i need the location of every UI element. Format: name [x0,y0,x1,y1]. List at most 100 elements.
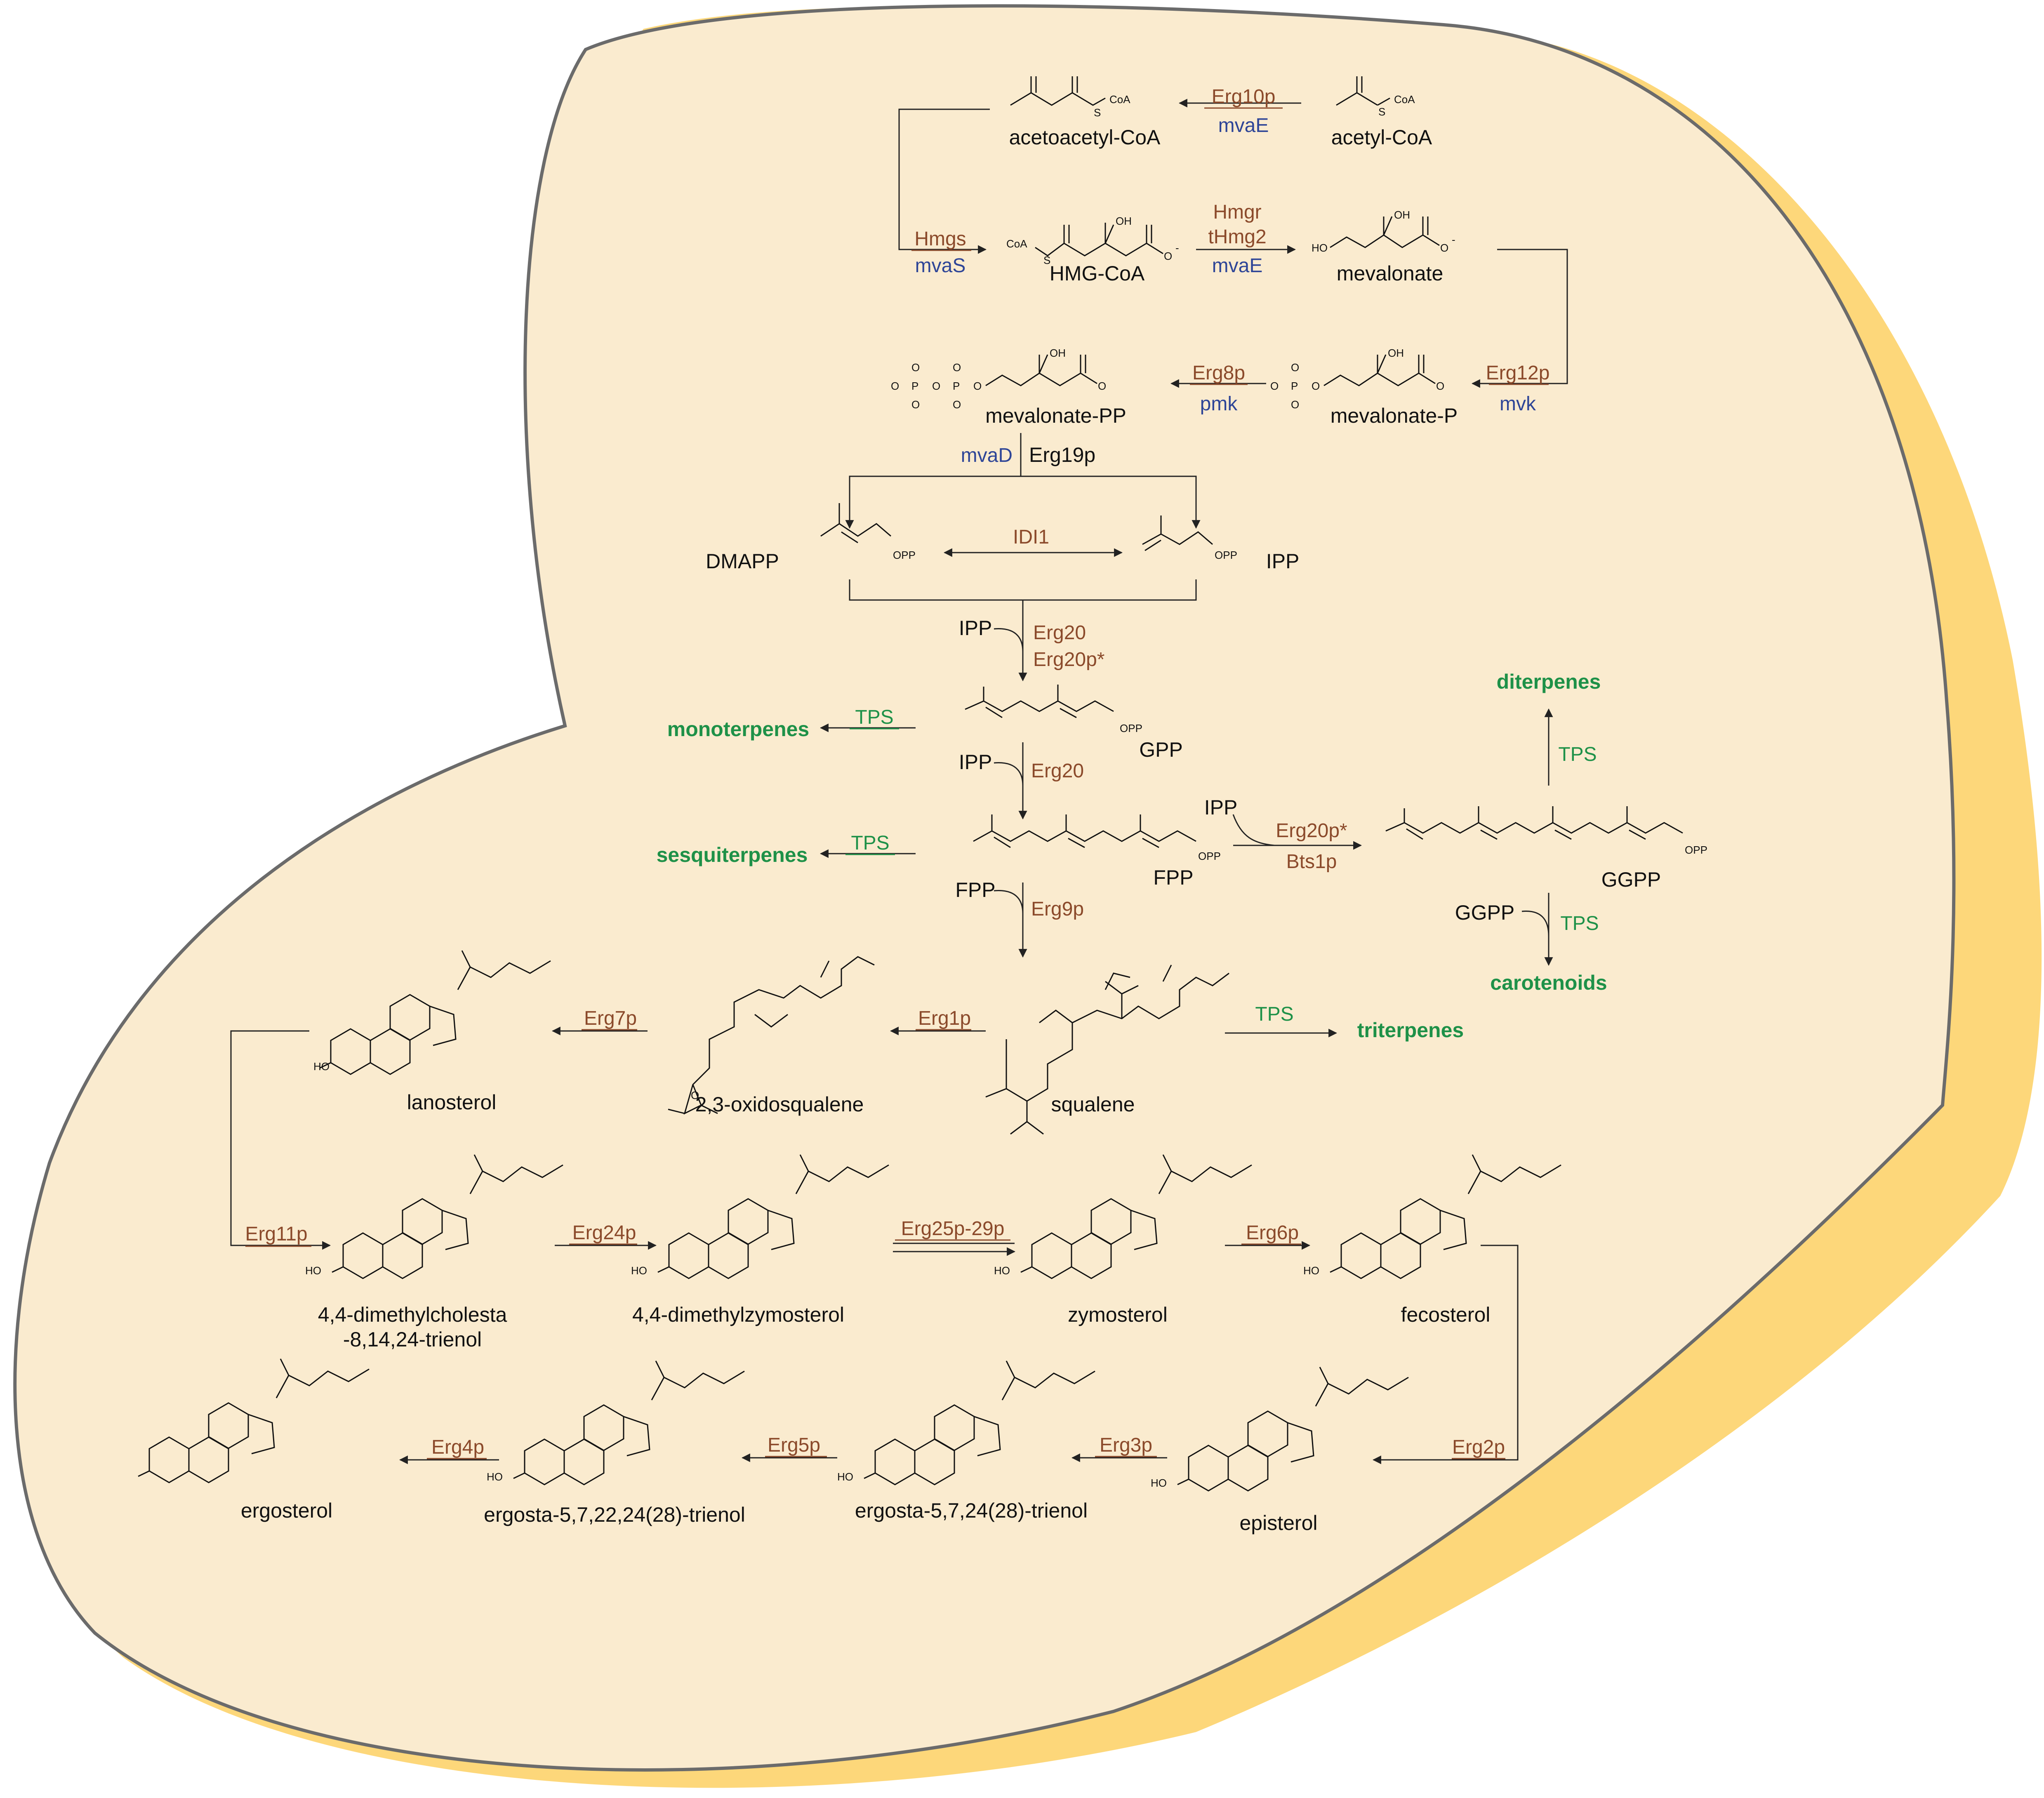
acetoacetyl-coa-structure: S CoA [1010,76,1130,119]
gpp-structure: OPP [965,685,1142,734]
dimethylcholesta-structure: HO [305,1154,564,1278]
coa-group: CoA [1109,93,1130,106]
svg-text:O: O [911,361,920,374]
sulfur-atom: S [1378,106,1385,118]
enzyme-erg25-29p: Erg25p-29p [901,1218,1005,1240]
enzyme-erg10p: Erg10p [1212,86,1276,108]
enzyme-erg24p: Erg24p [572,1222,636,1244]
enzyme-erg11p: Erg11p [245,1223,307,1245]
zymosterol-label: zymosterol [1068,1303,1168,1326]
mevalonate-pp-label: mevalonate-PP [985,404,1126,427]
enzyme-erg20p-star: Erg20p* [1033,649,1104,671]
connector-erg11p [230,1030,331,1250]
ipp-cosubstrate: IPP [959,751,992,774]
ipp-cosubstrate: IPP [1204,796,1238,819]
ergosta-5-7-24-label: ergosta-5,7,24(28)-trienol [855,1499,1088,1522]
enzyme-mvae: mvaE [1212,255,1263,277]
enzyme-pmk: pmk [1200,393,1238,415]
svg-text:HO: HO [994,1264,1010,1277]
svg-text:O: O [691,1089,699,1101]
dimethylcholesta-label-line1: 4,4-dimethylcholesta [318,1303,507,1326]
enzyme-erg3p: Erg3p [1100,1434,1152,1456]
ergosta-5-7-24-structure: HO [837,1360,1096,1485]
product-diterpenes: diterpenes [1497,670,1601,693]
svg-text:HO: HO [1312,242,1328,254]
ggpp-structure: OPP [1385,806,1707,856]
tps-tri: TPS [1255,1003,1293,1025]
enzyme-mvas: mvaS [915,255,966,277]
fecosterol-structure: HO [1303,1154,1562,1278]
lanosterol-structure: HO [313,950,551,1074]
svg-text:P: P [1291,380,1298,392]
enzyme-erg6p: Erg6p [1246,1222,1299,1244]
squalene-structure [985,965,1229,1135]
mevalonate-p-label: mevalonate-P [1330,404,1458,427]
enzyme-idi1: IDI1 [1013,526,1049,548]
ggpp-label: GGPP [1601,868,1661,891]
svg-text:O: O [911,398,920,411]
tps-sesqui: TPS [851,832,889,854]
fecosterol-label: fecosterol [1401,1303,1491,1326]
svg-text:O: O [1270,380,1279,392]
ergosta-5-7-22-24-structure: HO [487,1360,745,1485]
enzyme-erg20: Erg20 [1033,622,1086,644]
svg-text:HO: HO [305,1264,321,1277]
svg-text:-: - [1175,242,1179,254]
svg-text:OPP: OPP [893,549,916,561]
ergosterol-label: ergosterol [241,1499,332,1522]
enzyme-hmgs: Hmgs [914,228,966,250]
svg-text:O: O [1440,242,1448,254]
fpp-label: FPP [1153,866,1193,889]
enzyme-erg2p: Erg2p [1452,1436,1505,1458]
product-monoterpenes: monoterpenes [667,718,810,741]
product-carotenoids: carotenoids [1490,971,1607,994]
svg-text:CoA: CoA [1006,238,1027,250]
enzyme-mvae: mvaE [1218,115,1269,136]
svg-text:HO: HO [1303,1264,1319,1277]
dimethylzymosterol-structure: HO [631,1154,890,1278]
enzyme-erg1p: Erg1p [918,1007,971,1029]
tps-caro: TPS [1560,913,1599,934]
connector-to-mevalonate-p [1471,249,1568,388]
enzyme-erg5p: Erg5p [768,1434,820,1456]
coa-group: CoA [1394,93,1415,106]
svg-text:HO: HO [837,1471,853,1483]
fpp-structure: OPP [973,814,1221,862]
ipp-cosubstrate-curve [994,628,1024,652]
tps-mono: TPS [855,706,893,728]
product-sesquiterpenes: sesquiterpenes [657,843,808,866]
ipp-cosubstrate: IPP [959,617,992,640]
mevalonate-structure: HO OH O - [1312,209,1455,254]
enzyme-bts1p: Bts1p [1286,851,1337,873]
product-triterpenes: triterpenes [1357,1019,1464,1042]
mevalonate-pp-structure: O P O O O P O O O OH O [891,347,1106,411]
svg-text:OH: OH [1050,347,1066,359]
svg-text:-: - [1452,233,1455,246]
oxidosqualene-structure: O [668,956,875,1115]
enzyme-erg4p: Erg4p [431,1436,484,1458]
mevalonate-label: mevalonate [1337,262,1444,285]
enzyme-thmg2: tHmg2 [1208,226,1266,248]
lanosterol-label: lanosterol [407,1091,497,1114]
svg-text:O: O [1164,250,1172,262]
svg-text:HO: HO [313,1060,330,1073]
episterol-label: episterol [1240,1511,1318,1534]
fpp-cosubstrate: FPP [955,878,995,901]
episterol-structure: HO [1151,1366,1409,1491]
svg-text:HO: HO [1151,1477,1167,1489]
svg-text:O: O [1291,398,1299,411]
svg-text:O: O [1312,380,1320,392]
oxidosqualene-label: 2,3-oxidosqualene [695,1093,864,1116]
svg-text:O: O [932,380,940,392]
enzyme-erg8p: Erg8p [1192,362,1245,384]
svg-text:HO: HO [487,1471,503,1483]
svg-text:OH: OH [1388,347,1404,359]
dimethylcholesta-label-line2: -8,14,24-trienol [343,1328,482,1351]
mevalonate-p-structure: O P O O O OH O [1270,347,1444,411]
svg-text:P: P [953,380,960,392]
enzyme-erg20: Erg20 [1031,760,1084,782]
zymosterol-structure: HO [994,1154,1253,1278]
sulfur-atom: S [1094,106,1101,119]
